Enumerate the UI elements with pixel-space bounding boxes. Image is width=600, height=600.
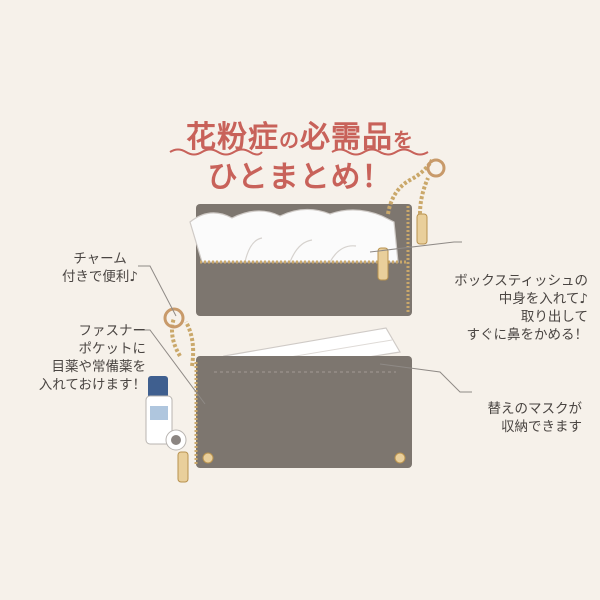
callout-tissue-line-4: すぐに鼻をかめる！ [466, 327, 589, 343]
callout-tissue-line-1: ボックスティッシュの [454, 273, 588, 289]
snap-icon [202, 452, 214, 464]
pocket-chain-icon [170, 317, 182, 358]
title-line-2: ひとまとめ！ [207, 160, 393, 195]
title-particle-no: の [279, 128, 300, 152]
callout-tissue-line-3: 取り出して [520, 309, 588, 325]
title-wave-left-icon [169, 148, 263, 156]
tissue-pouch [189, 158, 446, 316]
charm-leader-line [138, 265, 177, 317]
callout-mask-line-2: 収納できます [501, 419, 582, 435]
zipper-pull-icon-2 [416, 213, 428, 245]
callout-zip-pocket-line-3: 目薬や常備薬を [51, 359, 147, 375]
callout-charm-line-1: チャーム [73, 251, 127, 267]
callout-charm: チャーム 付きで便利♪ [54, 250, 146, 286]
pocket-leader-line [134, 329, 206, 405]
callout-mask-line-1: 替えのマスクが [487, 401, 583, 417]
mask-pouch-body [196, 356, 412, 468]
title-line-1: 花粉症の必需品を [0, 112, 600, 156]
snap-icon-2 [394, 452, 406, 464]
title-word-hitsujuhin: 必需品 [300, 120, 393, 155]
charm-ring-icon [426, 158, 446, 178]
tissue-icon [189, 208, 399, 263]
title-word-kafunsho: 花粉症 [186, 120, 279, 155]
callout-charm-line-2: 付きで便利♪ [61, 269, 139, 285]
mask-pouch [145, 307, 412, 483]
mask-leader-line [379, 363, 472, 393]
title-wave-right-icon [331, 148, 429, 156]
pocket-charm-ring-icon [163, 307, 185, 329]
callout-zip-pocket: ファスナー ポケットに 目薬や常備薬を 入れておけます！ [16, 322, 146, 394]
pocket-zipper-pull-icon [177, 451, 189, 483]
callout-mask: 替えのマスクが 収納できます [440, 400, 583, 436]
chain-icon [386, 158, 434, 215]
callout-tissue-line-2: 中身を入れて♪ [498, 291, 588, 307]
zipper-pull-icon [377, 247, 389, 281]
callout-zip-pocket-line-4: 入れておけます！ [38, 377, 146, 393]
callout-tissue: ボックスティッシュの 中身を入れて♪ 取り出して すぐに鼻をかめる！ [420, 272, 588, 344]
eye-drops-cap-icon [148, 376, 168, 398]
tissue-leader-line [369, 241, 462, 253]
callout-zip-pocket-line-2: ポケットに [78, 341, 147, 357]
title-particle-wo: を [393, 128, 414, 152]
callout-zip-pocket-line-1: ファスナー [78, 323, 147, 339]
